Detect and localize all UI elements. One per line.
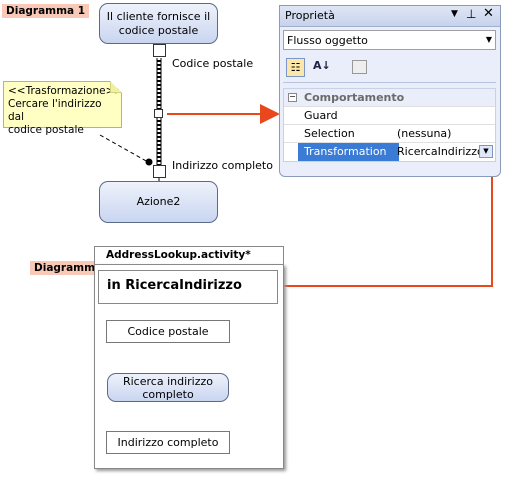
note-fold (110, 81, 122, 93)
node-indirizzo-completo[interactable]: Indirizzo completo (106, 431, 230, 454)
property-name-selected: Transformation (298, 143, 399, 161)
chevron-down-icon: ▼ (485, 35, 492, 44)
node-codice-postale[interactable]: Codice postale (106, 320, 230, 343)
customer-action[interactable]: Il cliente fornisce il codice postale (99, 3, 218, 44)
properties-title: Proprietà (285, 9, 335, 22)
output-pin-label: Codice postale (172, 57, 254, 70)
dropdown-arrow-icon[interactable]: ▼ (451, 9, 458, 19)
pin-icon[interactable]: ⊥ (466, 7, 477, 21)
activity-header-title: in RicercaIndirizzo (107, 278, 242, 293)
object-selector[interactable]: Flusso oggetto ▼ (283, 30, 496, 50)
category-label: Comportamento (304, 91, 405, 104)
property-value[interactable]: RicercaIndirizzo (397, 145, 484, 158)
node-ricerca-indirizzo[interactable]: Ricerca indirizzo completo (107, 373, 229, 402)
properties-window: Proprietà ▼ ⊥ ✕ Flusso oggetto ▼ ☷ A↓ − … (279, 5, 501, 177)
customer-action-line1: Il cliente fornisce il (106, 10, 211, 23)
action2[interactable]: Azione2 (99, 181, 218, 223)
categorized-icon[interactable]: ☷ (286, 58, 305, 77)
note-line3: codice postale (8, 124, 84, 136)
note-connector (99, 134, 149, 163)
output-pin[interactable] (153, 44, 166, 57)
alphabetical-icon[interactable]: A↓ (313, 59, 331, 72)
category-row[interactable]: − Comportamento (284, 89, 495, 107)
object-selector-value: Flusso oggetto (287, 34, 368, 47)
close-icon[interactable]: ✕ (483, 6, 494, 21)
property-name: Guard (304, 109, 338, 122)
activity-tab[interactable]: AddressLookup.activity* (94, 246, 284, 264)
property-row-transformation[interactable]: Transformation RicercaIndirizzo ▼ (284, 143, 495, 161)
collapse-icon[interactable]: − (288, 92, 297, 102)
properties-toolbar: ☷ A↓ (283, 56, 496, 83)
property-row-guard[interactable]: Guard (284, 107, 495, 125)
note-line2: Cercare l'indirizzo dal (8, 98, 102, 123)
activity-header[interactable]: in RicercaIndirizzo (98, 270, 278, 304)
action2-label: Azione2 (136, 195, 181, 208)
property-row-selection[interactable]: Selection (nessuna) (284, 125, 495, 143)
transformation-note[interactable]: <<Trasformazione>> Cercare l'indirizzo d… (3, 81, 124, 136)
properties-grid: − Comportamento Guard Selection (nessuna… (283, 88, 496, 162)
note-stereotype: <<Trasformazione>> (8, 85, 124, 97)
node-label: Indirizzo completo (117, 436, 219, 449)
property-pages-icon[interactable] (352, 60, 367, 74)
property-name: Selection (304, 127, 355, 140)
customer-action-line2: codice postale (118, 24, 199, 37)
transformation-handle[interactable] (154, 109, 163, 118)
node-label-line1: Ricerca indirizzo (122, 375, 213, 388)
properties-title-bar: Proprietà ▼ ⊥ ✕ (280, 6, 500, 27)
node-label: Codice postale (127, 325, 209, 338)
property-value[interactable]: (nessuna) (397, 127, 452, 140)
red-arrow-to-activity (254, 168, 493, 296)
diagram1-label: Diagramma 1 (2, 4, 90, 18)
activity-tab-title: AddressLookup.activity* (106, 249, 251, 261)
input-pin-label: Indirizzo completo (172, 159, 273, 172)
input-pin[interactable] (153, 165, 166, 178)
value-dropdown-button[interactable]: ▼ (479, 145, 493, 158)
node-label-line2: completo (142, 388, 194, 401)
